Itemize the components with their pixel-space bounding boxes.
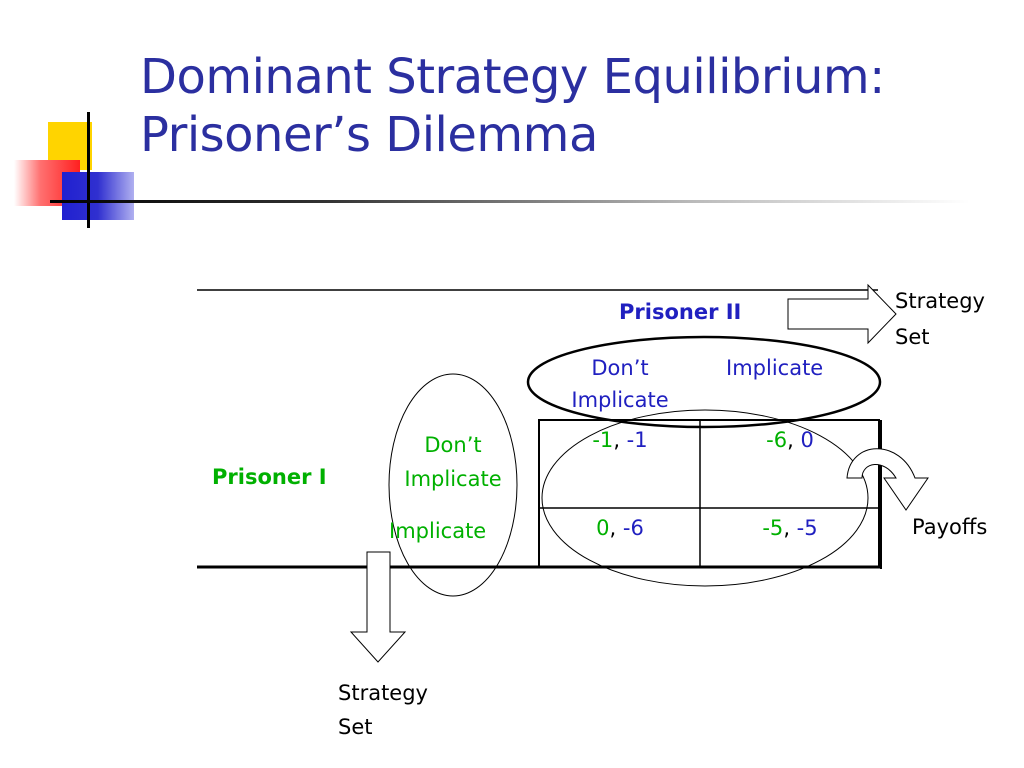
payoff-separator: , bbox=[783, 516, 797, 540]
payoff-cell-implicate-dont: 0, -6 bbox=[560, 516, 680, 540]
payoff-p2: 0 bbox=[800, 428, 814, 452]
strategy-set-top-line1: Strategy bbox=[895, 289, 985, 313]
curved-arrow-icon bbox=[846, 448, 929, 511]
payoff-p1: 0 bbox=[596, 516, 610, 540]
payoff-separator: , bbox=[787, 428, 801, 452]
blue-square-decoration bbox=[62, 172, 134, 220]
strategy-set-label-top: Strategy Set bbox=[895, 283, 985, 355]
payoff-p2: -1 bbox=[626, 428, 648, 452]
payoff-cell-implicate-implicate: -5, -5 bbox=[730, 516, 850, 540]
prisoner-i-label: Prisoner I bbox=[212, 465, 327, 489]
payoff-p1: -5 bbox=[762, 516, 784, 540]
payoff-separator: , bbox=[609, 516, 623, 540]
payoffs-ellipse bbox=[541, 409, 869, 587]
payoff-p2: -6 bbox=[622, 516, 644, 540]
payoff-cell-dont-dont: -1, -1 bbox=[560, 428, 680, 452]
column-header-dont-implicate-line1: Don’t bbox=[591, 356, 649, 380]
right-arrow-icon bbox=[787, 283, 897, 345]
title-line-2: Prisoner’s Dilemma bbox=[140, 107, 598, 163]
strategy-set-bottom-line2: Set bbox=[338, 715, 373, 739]
prisoner-ii-label: Prisoner II bbox=[619, 300, 742, 324]
row-header-implicate: Implicate bbox=[389, 519, 487, 543]
down-arrow-icon bbox=[349, 551, 407, 663]
slide-title: Dominant Strategy Equilibrium: Prisoner’… bbox=[140, 48, 885, 164]
column-header-dont-implicate-line2: Implicate bbox=[571, 388, 669, 412]
payoff-matrix-grid bbox=[538, 419, 880, 568]
payoff-cell-dont-implicate: -6, 0 bbox=[730, 428, 850, 452]
row-strategy-ellipse bbox=[388, 373, 518, 597]
column-strategy-ellipse bbox=[526, 335, 882, 429]
payoff-p1: -1 bbox=[592, 428, 614, 452]
column-header-dont-implicate: Don’t Implicate bbox=[556, 352, 684, 416]
payoff-separator: , bbox=[613, 428, 627, 452]
row-header-dont-implicate: Don’t Implicate bbox=[389, 428, 517, 496]
payoffs-label: Payoffs bbox=[912, 515, 988, 539]
row-header-dont-implicate-line1: Don’t bbox=[424, 433, 482, 457]
row-header-dont-implicate-line2: Implicate bbox=[404, 467, 502, 491]
title-line-1: Dominant Strategy Equilibrium: bbox=[140, 49, 885, 105]
vertical-rule-decoration bbox=[87, 112, 90, 228]
strategy-set-top-line2: Set bbox=[895, 325, 930, 349]
strategy-set-bottom-line1: Strategy bbox=[338, 681, 428, 705]
strategy-set-label-bottom: Strategy Set bbox=[338, 676, 428, 744]
payoff-p1: -6 bbox=[766, 428, 788, 452]
column-header-implicate: Implicate bbox=[726, 356, 824, 380]
horizontal-rule-decoration bbox=[50, 200, 970, 203]
payoff-p2: -5 bbox=[796, 516, 818, 540]
